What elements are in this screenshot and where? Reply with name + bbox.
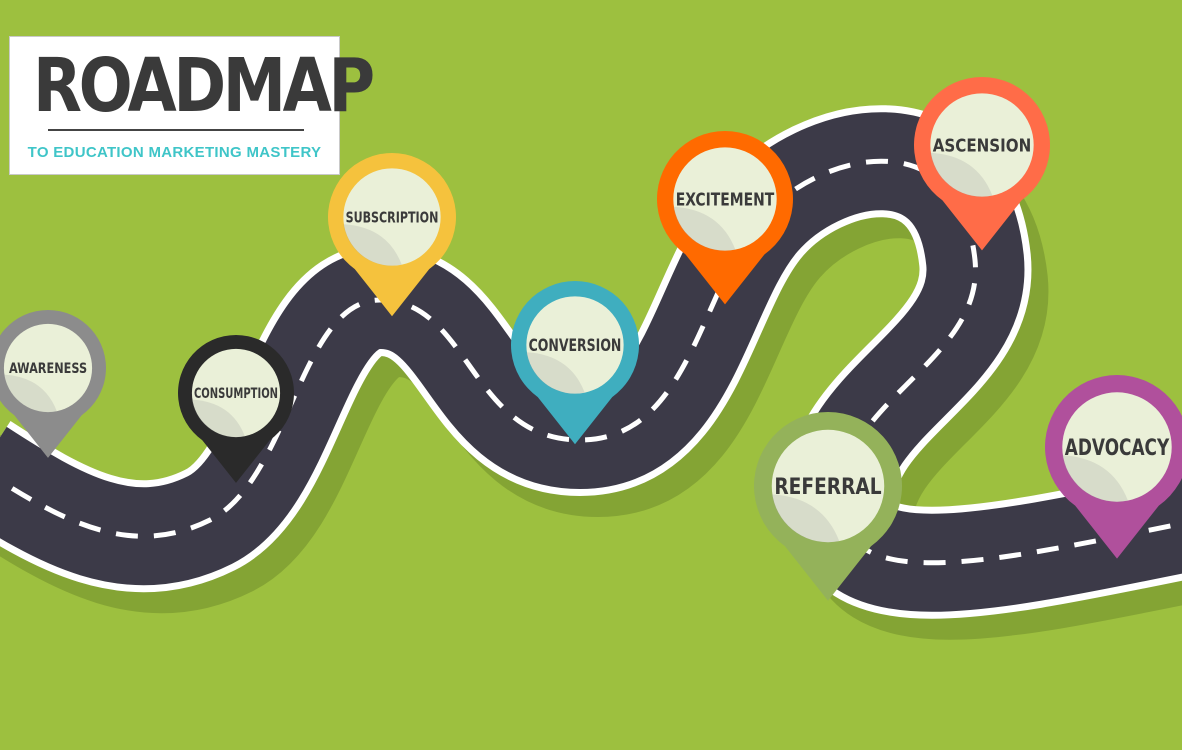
pin-inner-circle (343, 168, 441, 266)
milestone-pin-ascension: ASCENSION (914, 76, 1050, 251)
milestone-pin-conversion: CONVERSION (511, 281, 639, 445)
milestone-pin-subscription: SUBSCRIPTION (328, 153, 457, 317)
milestone-pin-excitement: EXCITEMENT (656, 131, 793, 305)
pin-inner-circle (673, 147, 777, 251)
milestone-pin-advocacy: ADVOCACY (1045, 374, 1182, 559)
milestone-pins: AWARENESS CONSUMPTION SUBSCRIPTION CONVERSI… (0, 76, 1182, 601)
page-subtitle: TO EDUCATION MARKETING MASTERY (27, 144, 322, 161)
pin-shade (930, 152, 993, 197)
pin-shade (771, 494, 840, 543)
milestone-label: AWARENESS (9, 361, 87, 377)
pin-inner-circle (191, 348, 281, 438)
milestone-pin-referral: REFERRAL (754, 412, 903, 601)
pin-shade (526, 352, 585, 394)
pin-shade (1062, 455, 1128, 502)
pin-inner-circle (526, 296, 624, 394)
pin-inner-circle (1062, 392, 1172, 502)
milestone-pin-awareness: AWARENESS (0, 310, 106, 458)
pin-shade (673, 206, 736, 251)
milestone-label: ASCENSION (933, 135, 1032, 156)
page-title: ROADMAP (33, 43, 375, 129)
pin-shade (3, 374, 57, 413)
title-divider (48, 129, 304, 131)
milestone-label: ADVOCACY (1065, 436, 1170, 461)
pin-shade (343, 224, 402, 266)
milestone-label: CONSUMPTION (194, 386, 278, 402)
pin-inner-circle (3, 323, 93, 413)
milestone-label: SUBSCRIPTION (346, 208, 439, 226)
pin-inner-circle (930, 93, 1034, 197)
pin-inner-circle (771, 429, 885, 543)
milestone-label: CONVERSION (529, 336, 622, 356)
milestone-label: EXCITEMENT (676, 189, 775, 210)
milestone-pin-consumption: CONSUMPTION (178, 335, 294, 483)
title-card: ROADMAP TO EDUCATION MARKETING MASTERY (9, 36, 375, 175)
pin-shade (191, 399, 245, 438)
road-center-line (0, 158, 1182, 566)
milestone-label: REFERRAL (774, 475, 881, 500)
